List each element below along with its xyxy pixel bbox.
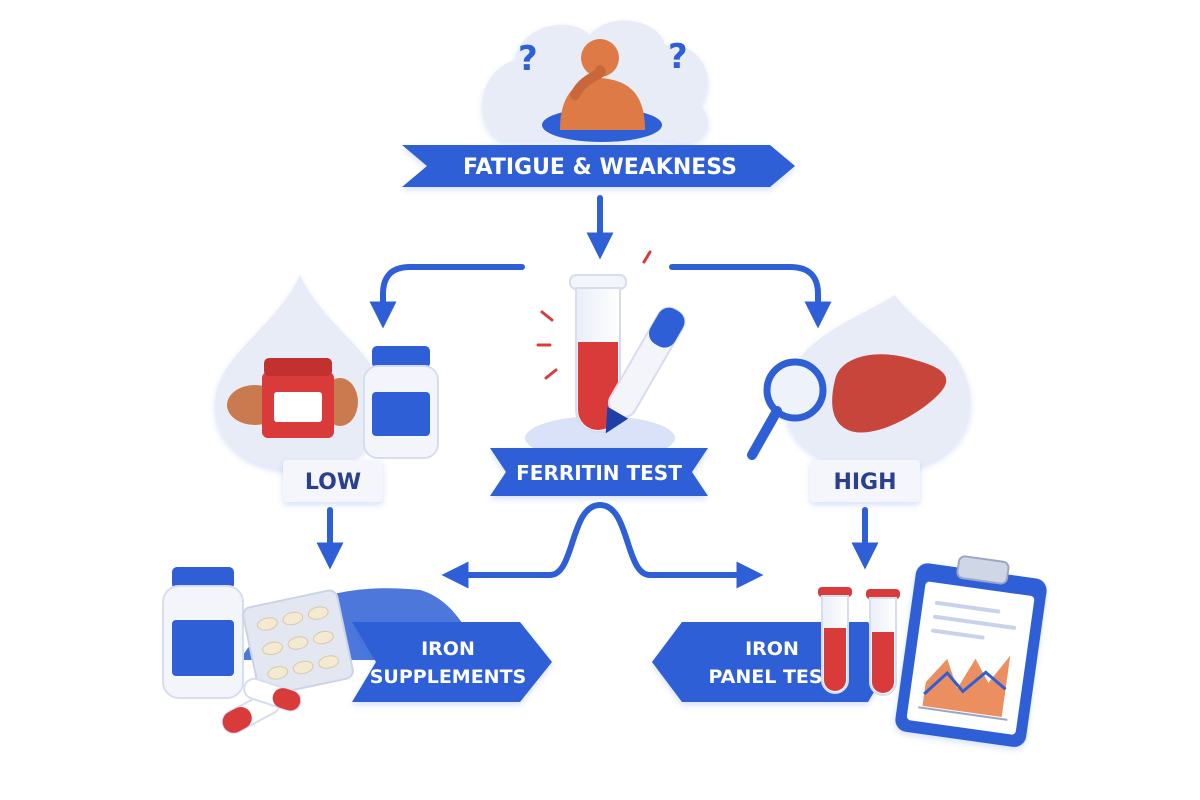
top-node-label: FATIGUE & WEAKNESS xyxy=(463,155,737,180)
magnifying-glass-icon xyxy=(747,358,827,460)
high-label-box xyxy=(810,460,920,502)
low-cluster: LOW xyxy=(215,275,439,502)
arrow-test-to-outcomes-right xyxy=(597,502,764,589)
question-mark-icon: ? xyxy=(518,39,538,79)
iron-rich-food-icon xyxy=(227,358,358,438)
supplements-cluster: IRON SUPPLEMENTS xyxy=(162,567,552,734)
high-label: HIGH xyxy=(833,470,896,495)
panel-node: IRON PANEL TEST xyxy=(652,622,892,702)
panel-cluster: IRON PANEL TEST xyxy=(652,555,1047,747)
top-node: FATIGUE & WEAKNESS xyxy=(402,145,795,187)
capsule-icon xyxy=(243,677,302,712)
arrow-test-to-outcomes-left xyxy=(441,502,603,589)
clipboard-chart-icon xyxy=(895,555,1047,747)
test-tube-icon xyxy=(866,589,900,696)
flow-arrows xyxy=(316,195,879,589)
pill-bottle-icon xyxy=(162,567,244,699)
sparkle-lines xyxy=(536,250,652,380)
arrow-to-high xyxy=(669,264,832,329)
liver-icon xyxy=(832,354,947,433)
thinking-person-group: ? ? xyxy=(482,20,709,143)
arrow-to-low xyxy=(369,264,525,329)
low-label-box xyxy=(283,460,383,502)
test-tube-icon xyxy=(818,587,852,694)
question-mark-icon: ? xyxy=(668,37,688,77)
supplements-node: IRON SUPPLEMENTS xyxy=(352,622,552,702)
supplements-label-line1: IRON xyxy=(421,638,475,660)
center-node-label: FERRITIN TEST xyxy=(516,461,682,485)
panel-label-line1: IRON xyxy=(745,638,799,660)
blister-pack-icon xyxy=(242,589,354,697)
center-cluster: FERRITIN TEST xyxy=(490,250,708,496)
supplements-label-line2: SUPPLEMENTS xyxy=(370,666,526,688)
pill-bottle-icon xyxy=(363,346,439,459)
thinking-person-icon xyxy=(542,39,662,142)
low-label: LOW xyxy=(305,470,361,495)
pen-icon xyxy=(605,306,686,434)
panel-label-line2: PANEL TEST xyxy=(708,666,835,688)
center-node: FERRITIN TEST xyxy=(490,448,708,496)
high-cluster: HIGH xyxy=(747,295,971,502)
